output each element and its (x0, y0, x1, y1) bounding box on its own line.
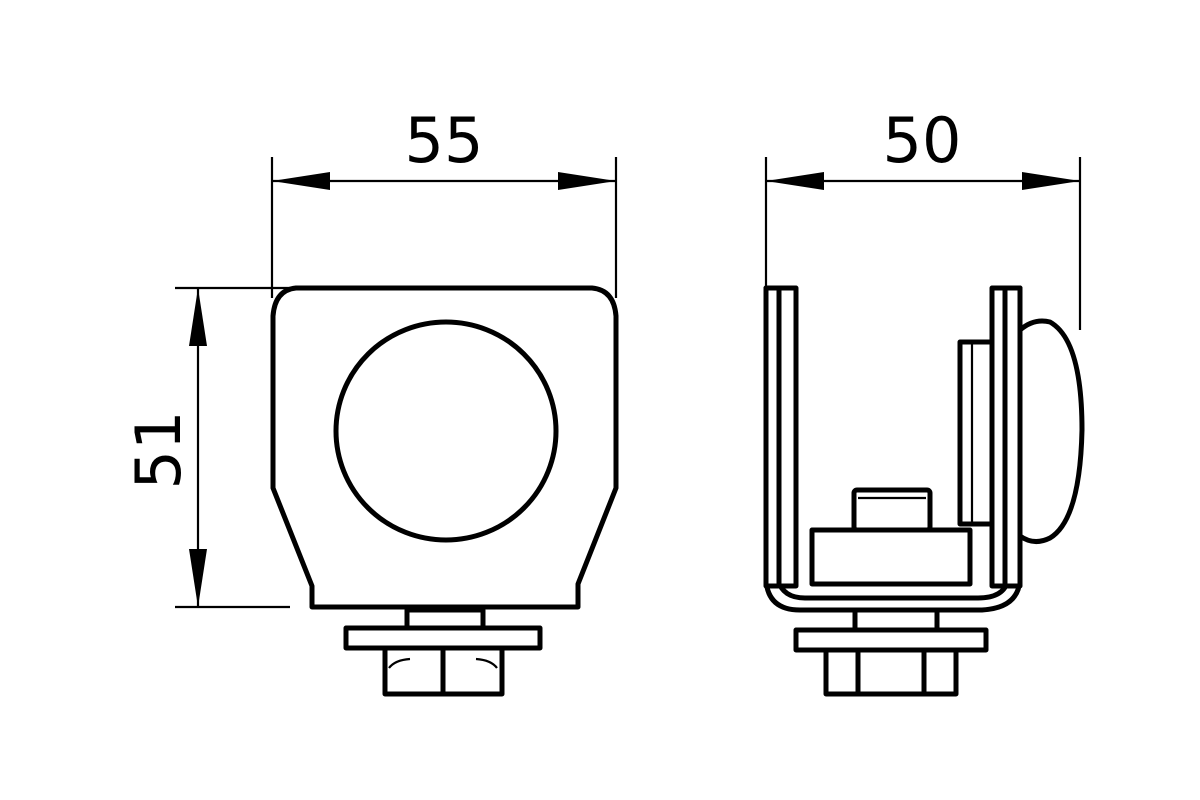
dimension-label-50: 50 (883, 104, 962, 177)
side-wheel (1017, 318, 1085, 544)
front-carriage-body (270, 285, 619, 610)
dimension-label-55: 55 (405, 104, 484, 177)
side-nut (823, 647, 959, 697)
side-washer (793, 627, 989, 653)
dimension-label-51: 51 (122, 411, 195, 490)
dimension-width-side: 50 (764, 104, 1082, 330)
front-washer (343, 625, 543, 651)
side-view (763, 285, 1085, 697)
side-inner-block (809, 527, 973, 587)
dimension-arrowhead (272, 172, 330, 190)
dimension-arrowhead (189, 549, 207, 607)
front-wheel (333, 319, 559, 543)
dimension-arrowhead (766, 172, 824, 190)
front-nut (382, 645, 505, 697)
dimension-arrowhead (1022, 172, 1080, 190)
dimension-height-front: 51 (122, 286, 290, 609)
side-inner-bolt-head (851, 487, 933, 533)
dimension-width-front: 55 (270, 104, 618, 298)
side-axle-plate (957, 339, 995, 527)
side-bolt-shank (852, 607, 940, 633)
side-u-bracket (763, 285, 1023, 613)
dimension-arrowhead (558, 172, 616, 190)
dimension-arrowhead (189, 288, 207, 346)
front-view (270, 285, 619, 697)
front-bolt-shank (404, 607, 486, 631)
